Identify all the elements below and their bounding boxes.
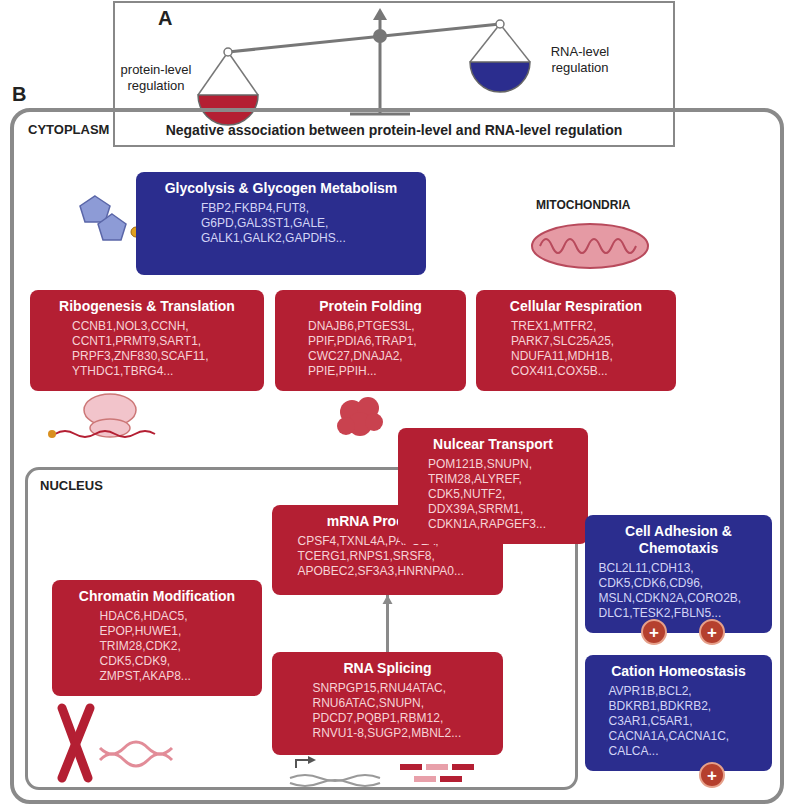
mitochondria-icon [532, 224, 648, 268]
flow-arrow [383, 595, 393, 652]
box-heading: Cellular Respiration [486, 298, 666, 315]
region-label: NUCLEUS [40, 478, 103, 493]
protein-regulation-box: RNA SplicingSNRPGP15,RNU4ATAC, RNU6ATAC,… [272, 652, 503, 755]
protein-regulation-box: Nulcear TransportPOM121B,SNUPN, TRIM28,A… [398, 428, 588, 544]
box-heading: Protein Folding [285, 298, 456, 315]
rna-regulation-box: Glycolysis & Glycogen MetabolismFBP2,FKB… [136, 172, 426, 275]
cell-outline: CYTOPLASM Glycolysis & Glycogen Metabolis… [10, 108, 784, 804]
protein-regulation-box: Cellular RespirationTREX1,MTFR2, PARK7,S… [476, 290, 676, 391]
plus-circle: + [699, 762, 725, 788]
arrow-head [383, 595, 393, 604]
protein-regulation-box: Chromatin ModificationHDAC6,HDAC5, EPOP,… [52, 580, 262, 696]
gene-list: HDAC6,HDAC5, EPOP,HUWE1, TRIM28,CDK2, CD… [100, 609, 215, 684]
rna-regulation-box: Cation HomeostasisAVPR1B,BCL2, BDKRB1,BD… [585, 655, 772, 771]
annotation-label: MITOCHONDRIA [536, 198, 630, 212]
box-heading: Cation Homeostasis [595, 663, 762, 680]
region-label: CYTOPLASM [28, 122, 109, 137]
gene-list: AVPR1B,BCL2, BDKRB1,BDKRB2, C3AR1,C5AR1,… [609, 684, 749, 759]
transcription-icon [290, 756, 474, 786]
gene-list: CCNB1,NOL3,CCNH, CCNT1,PRMT9,SART1, PRPF… [72, 319, 222, 379]
plus-circle: + [699, 619, 725, 645]
plus-sign: + [649, 624, 659, 641]
annotation-label: protein-level regulation [118, 62, 194, 94]
protein-regulation-box: Protein FoldingDNAJB6,PTGES3L, PPIF,PDIA… [275, 290, 466, 391]
plus-circle: + [641, 619, 667, 645]
box-heading: Cell Adhesion & Chemotaxis [595, 523, 762, 557]
plus-sign: + [707, 624, 717, 641]
box-heading: Chromatin Modification [62, 588, 252, 605]
plus-sign: + [707, 767, 717, 784]
protein-icon [337, 397, 383, 436]
gene-list: TREX1,MTFR2, PARK7,SLC25A25, NDUFA11,MDH… [511, 319, 641, 379]
gene-list: BCL2L11,CDH13, CDK5,CDK6,CD96, MSLN,CDKN… [599, 561, 759, 621]
box-heading: Ribogenesis & Translation [40, 298, 254, 315]
box-heading: Nulcear Transport [408, 436, 578, 453]
box-heading: RNA Splicing [282, 660, 493, 677]
gene-list: SNRPGP15,RNU4ATAC, RNU6ATAC,SNUPN, PDCD7… [313, 681, 463, 741]
box-heading: Glycolysis & Glycogen Metabolism [146, 180, 416, 197]
chromosome-icon [62, 708, 90, 778]
gene-list: DNAJB6,PTGES3L, PPIF,PDIA6,TRAP1, CWC27,… [308, 319, 433, 379]
dna-icon [100, 742, 172, 766]
rna-regulation-box: Cell Adhesion & ChemotaxisBCL2L11,CDH13,… [585, 515, 772, 633]
ribosome-icon [48, 394, 155, 438]
panel-letter: B [12, 82, 26, 106]
panel-caption: Negative association between protein-lev… [123, 122, 665, 139]
gene-list: FBP2,FKBP4,FUT8, G6PD,GAL3ST1,GALE, GALK… [201, 201, 361, 246]
panel-letter: A [158, 6, 172, 30]
protein-regulation-box: Ribogenesis & TranslationCCNB1,NOL3,CCNH… [30, 290, 264, 391]
annotation-label: RNA-level regulation [540, 44, 620, 76]
gene-list: POM121B,SNUPN, TRIM28,ALYREF, CDK5,NUTF2… [428, 457, 558, 532]
